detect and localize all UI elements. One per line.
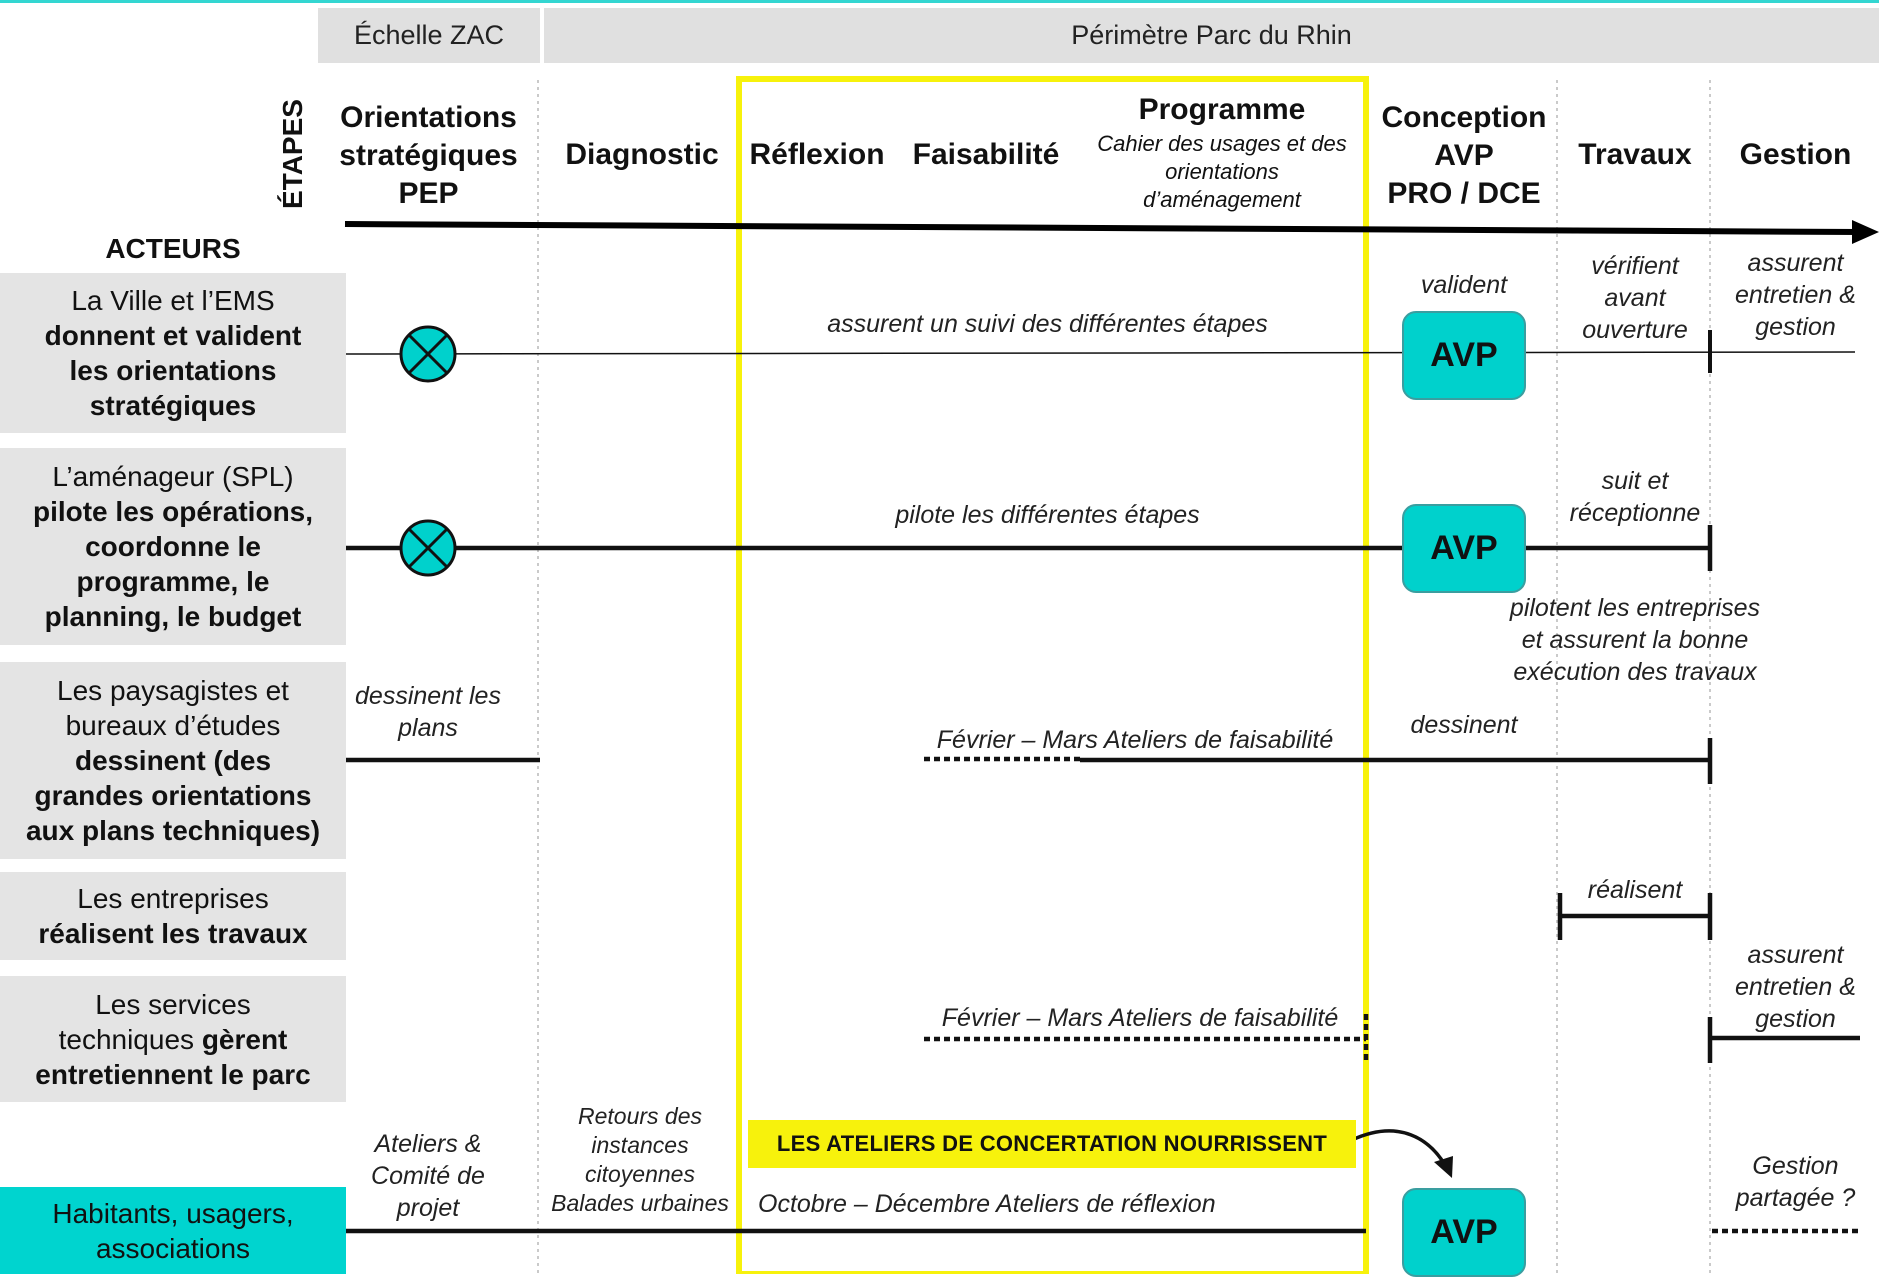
label-verifient: vérifient avant ouverture xyxy=(1582,252,1688,344)
label-dessinent-plans: dessinent les plans xyxy=(355,682,501,742)
avp-box-row6: AVP xyxy=(1402,1188,1526,1277)
label-suit: suit et réceptionne xyxy=(1569,467,1701,527)
step-faisabilite: Faisabilité xyxy=(912,138,1060,171)
acteurs-axis-label: ACTEURS xyxy=(105,233,241,264)
actor-paysagistes: Les paysagistes et bureaux d’études dess… xyxy=(0,662,346,859)
label-gestion-partagee: Gestion partagée ? xyxy=(1735,1152,1856,1212)
cross-circle-icon xyxy=(399,519,457,577)
avp-box-row1: AVP xyxy=(1402,311,1526,400)
label-realisent: réalisent xyxy=(1587,876,1683,904)
curved-arrow-icon xyxy=(1351,1129,1453,1178)
actor-services-techniques: Les services techniques gèrent entretien… xyxy=(0,976,346,1102)
avp-box-row2: AVP xyxy=(1402,504,1526,593)
label-retours: Retours des instances citoyennes Balades… xyxy=(551,1103,729,1216)
label-valident: valident xyxy=(1420,271,1508,299)
highlight-frame xyxy=(736,76,1369,1274)
cross-circle-icon xyxy=(399,325,457,383)
step-diagnostic: Diagnostic xyxy=(565,138,719,171)
label-assurent-r5: assurent entretien & gestion xyxy=(1735,941,1856,1033)
label-ateliers-comite: Ateliers & Comité de projet xyxy=(371,1130,485,1222)
step-travaux: Travaux xyxy=(1578,138,1692,171)
label-ateliers-faisabilite-r3: Février – Mars Ateliers de faisabilité xyxy=(936,726,1334,754)
step-orientations: Orientations stratégiques PEP xyxy=(339,101,518,210)
actor-entreprises: Les entreprises réalisent les travaux xyxy=(0,872,346,960)
label-octobre: Octobre – Décembre Ateliers de réflexion xyxy=(758,1190,1216,1218)
programme-subtitle: Cahier des usages et des orientations d’… xyxy=(1097,131,1347,212)
top-accent-line xyxy=(0,0,1879,3)
column-separators xyxy=(537,80,1711,1274)
header-perimetre: Périmètre Parc du Rhin xyxy=(544,8,1879,63)
step-conception: Conception AVP PRO / DCE xyxy=(1381,101,1547,210)
label-pilote: pilote les différentes étapes xyxy=(895,501,1200,529)
arrow-right-icon xyxy=(344,220,1879,244)
label-ateliers-faisabilite-r5: Février – Mars Ateliers de faisabilité xyxy=(941,1004,1339,1032)
label-suivi: assurent un suivi des différentes étapes xyxy=(827,310,1268,338)
actor-ville-ems: La Ville et l’EMS donnent et valident le… xyxy=(0,273,346,433)
step-reflexion: Réflexion xyxy=(749,138,885,171)
header-zac: Échelle ZAC xyxy=(318,8,540,63)
label-assurent-r1: assurent entretien & gestion xyxy=(1735,249,1856,341)
step-gestion: Gestion xyxy=(1739,138,1852,171)
label-pilotent: pilotent les entreprises et assurent la … xyxy=(1509,594,1761,686)
actor-habitants: Habitants, usagers, associations xyxy=(0,1187,346,1274)
label-dessinent: dessinent xyxy=(1410,711,1518,739)
actor-amenageur: L’aménageur (SPL) pilote les opérations,… xyxy=(0,448,346,645)
concertation-banner: LES ATELIERS DE CONCERTATION NOURRISSENT xyxy=(748,1120,1356,1168)
step-programme: Programme xyxy=(1138,93,1306,126)
